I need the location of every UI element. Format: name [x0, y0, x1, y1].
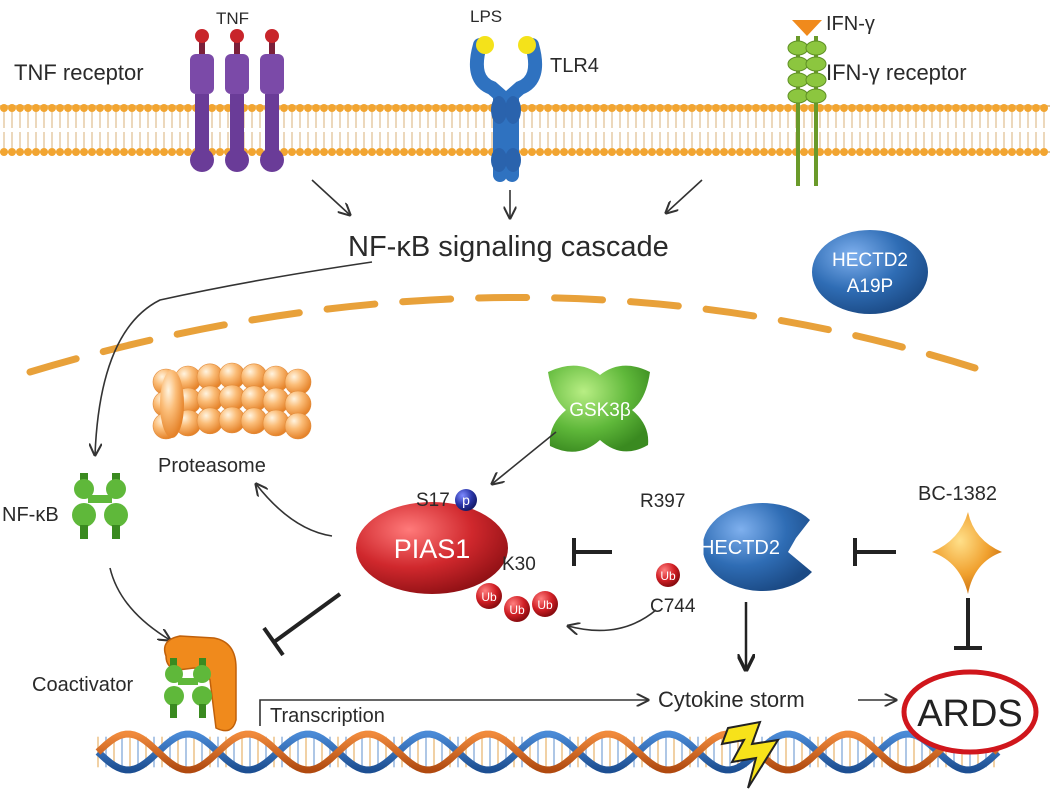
phosphate-site: p [455, 489, 477, 511]
nfkb-label: NF-κB [2, 504, 59, 526]
hectd2-a19p-node: HECTD2 A19P [812, 230, 928, 314]
arrow-cascade-to-nfkb [95, 261, 373, 455]
arrow-gsk3b-to-pias1 [492, 431, 557, 484]
tnf-receptor-trimer [190, 29, 284, 172]
gsk3b-node: GSK3β [548, 365, 650, 452]
ifn-gamma-receptor-label: IFN-γ receptor [826, 60, 967, 85]
tlr4-label: TLR4 [550, 55, 599, 77]
inhibition-bc1382-ards [954, 598, 982, 650]
transcription-label: Transcription [270, 705, 385, 727]
pias1-ubiquitin-chain: Ub Ub Ub [476, 583, 558, 622]
nfkb-dimer [72, 473, 128, 539]
k30-label: K30 [502, 554, 536, 575]
ards-label: ARDS [917, 693, 1023, 735]
inhibition-hectd2-pias1 [572, 538, 612, 566]
inhibition-pias1-nfkb [262, 592, 342, 657]
arrow-ifng-to-cascade [666, 179, 703, 213]
bc1382-label: BC-1382 [918, 483, 997, 505]
transcription-arrow [259, 700, 648, 726]
ifn-gamma-receptor [787, 20, 827, 186]
lightning-bolt-icon [720, 720, 781, 789]
coactivator-complex [163, 635, 237, 732]
arrow-hectd2-ubiquitinates-pias1 [568, 609, 657, 630]
arrow-tnf-to-cascade [311, 179, 350, 215]
ub-label-1: Ub [481, 590, 497, 604]
inhibition-bc1382-hectd2 [853, 538, 896, 566]
hectd2-node: HECTD2 [700, 503, 812, 592]
hectd2-label: HECTD2 [700, 537, 780, 559]
dna-double-helix [95, 730, 1001, 774]
c744-label: C744 [650, 596, 696, 617]
cytokine-storm-label: Cytokine storm [658, 687, 805, 712]
lps-label: LPS [470, 7, 502, 26]
tlr4-receptor-dimer [470, 36, 542, 182]
proteasome [152, 362, 312, 440]
phosphate-label: p [462, 492, 470, 508]
ub-label-3: Ub [537, 598, 553, 612]
ifn-gamma-label: IFN-γ [826, 13, 875, 35]
tnf-label: TNF [216, 9, 249, 28]
ards-node: ARDS [901, 669, 1039, 755]
bc1382-compound [932, 512, 1002, 594]
cell-membrane-bilayer [0, 104, 1050, 156]
hectd2-a19p-label-line2: A19P [847, 276, 893, 297]
hectd2-a19p-label-line1: HECTD2 [832, 250, 908, 271]
hectd2-ubiquitin: Ub [656, 563, 680, 587]
tnf-receptor-label: TNF receptor [14, 60, 144, 85]
pias1-node: PIAS1 [356, 502, 508, 594]
proteasome-label: Proteasome [158, 455, 266, 477]
pias1-label: PIAS1 [394, 534, 471, 564]
ub-label-4: Ub [660, 569, 676, 583]
coactivator-label: Coactivator [32, 674, 133, 696]
nfkb-signaling-cascade-label: NF-κB signaling cascade [348, 231, 669, 263]
ub-label-2: Ub [509, 603, 525, 617]
r397-label: R397 [640, 491, 685, 512]
arrow-pias1-to-proteasome [256, 484, 333, 537]
nuclear-envelope [26, 294, 979, 376]
arrow-nfkb-to-coactivator [109, 567, 170, 640]
s17-label: S17 [416, 490, 450, 511]
gsk3b-label: GSK3β [569, 400, 631, 421]
